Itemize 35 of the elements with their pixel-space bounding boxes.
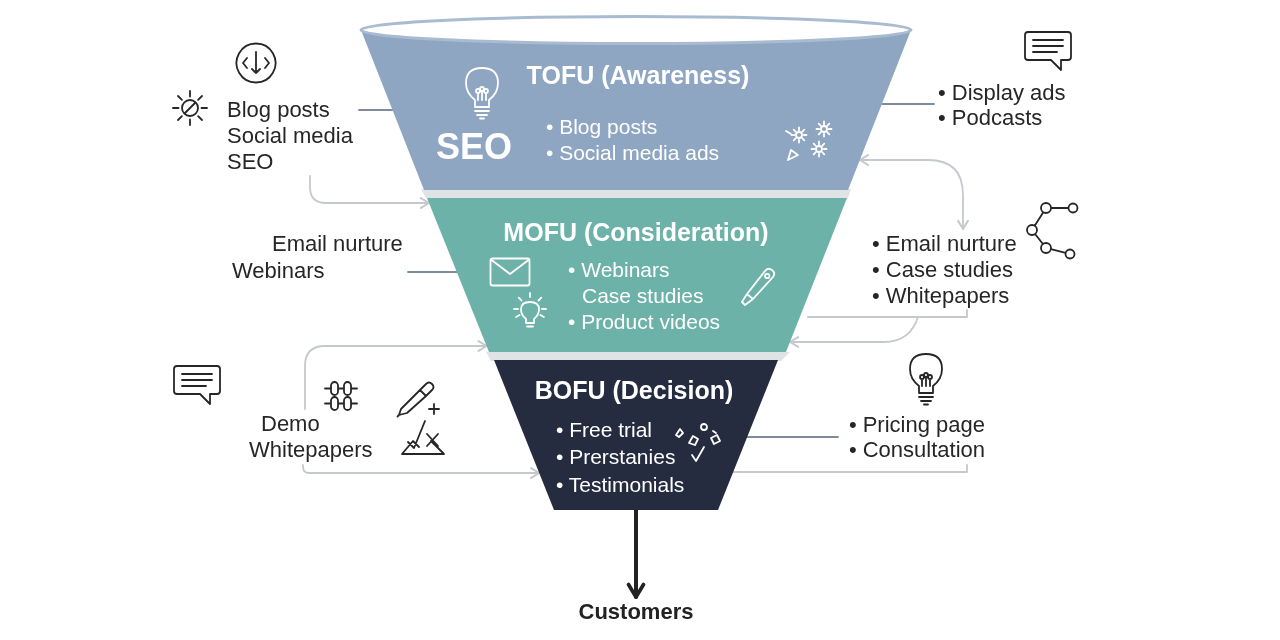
leader-line bbox=[358, 109, 394, 111]
list-item: • Pricing page bbox=[848, 412, 985, 439]
stage-title: BOFU (Decision) bbox=[534, 375, 734, 405]
list-item: • Prerstanies bbox=[556, 444, 676, 470]
channel-label: Demo bbox=[261, 411, 320, 438]
list-item: • Podcasts bbox=[938, 105, 1043, 132]
leader-line bbox=[746, 436, 839, 438]
arrow bbox=[304, 340, 488, 410]
list-item: • Social media ads bbox=[546, 140, 720, 166]
list-item: • Product videos bbox=[568, 309, 721, 335]
list-item: • Webinars Case studies bbox=[568, 257, 704, 309]
arrow bbox=[309, 175, 430, 209]
stage-title: MOFU (Consideration) bbox=[503, 217, 769, 247]
list-item: • Case studies bbox=[872, 257, 1013, 284]
leader-line bbox=[881, 103, 935, 105]
stage-keyword: SEO bbox=[436, 125, 513, 169]
stage-title: TOFU (Awareness) bbox=[526, 60, 750, 90]
arrow bbox=[626, 508, 646, 599]
list-item: • Consultation bbox=[848, 437, 985, 464]
list-item: • Email nurture bbox=[872, 231, 1017, 258]
channel-label: Webinars bbox=[232, 258, 325, 285]
list-item: • Free trial bbox=[556, 417, 653, 443]
list-item: • Display ads bbox=[938, 80, 1066, 107]
connector-line bbox=[732, 464, 968, 473]
list-item: • Whitepapers bbox=[872, 283, 1010, 310]
double-arrow bbox=[858, 154, 969, 230]
channel-label: Blog posts bbox=[227, 97, 330, 124]
channel-label: Email nurture bbox=[272, 231, 403, 258]
channel-label: Whitepapers bbox=[249, 437, 373, 464]
list-item: • Testimonials bbox=[556, 472, 685, 498]
outcome-label: Customers bbox=[578, 599, 694, 626]
channel-label: SEO bbox=[227, 149, 274, 176]
list-item: • Blog posts bbox=[546, 114, 658, 140]
leader-line bbox=[407, 271, 458, 273]
channel-label: Social media bbox=[227, 123, 353, 150]
